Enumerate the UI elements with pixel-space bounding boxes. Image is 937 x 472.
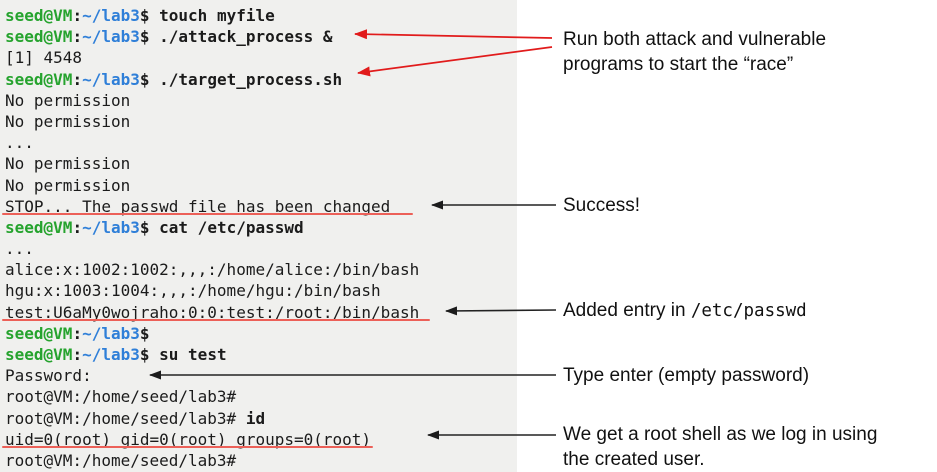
annotation-line: programs to start the “race” bbox=[563, 54, 794, 75]
terminal-text-segment: No permission bbox=[5, 111, 131, 131]
terminal-text-segment: ~/lab3 bbox=[82, 323, 140, 343]
terminal-line: test:U6aMy0wojraho:0:0:test:/root:/bin/b… bbox=[5, 302, 517, 323]
terminal-text-segment: root@VM:/home/seed/lab3# bbox=[5, 387, 237, 407]
terminal-text-segment: ... bbox=[5, 133, 34, 153]
terminal-line: root@VM:/home/seed/lab3# id bbox=[5, 408, 517, 429]
annotation-mono-path: /etc/passwd bbox=[690, 301, 807, 321]
terminal-line: STOP... The passwd file has been changed bbox=[5, 196, 517, 217]
terminal-text-segment: : bbox=[72, 27, 83, 47]
terminal-text-segment: : bbox=[72, 69, 83, 89]
terminal-line: root@VM:/home/seed/lab3# bbox=[5, 386, 517, 407]
annotation-line: Type enter (empty password) bbox=[563, 365, 810, 386]
terminal-text-segment: su test bbox=[149, 345, 227, 364]
terminal-text-segment: $ bbox=[139, 27, 150, 47]
terminal-text-segment: ./attack_process & bbox=[149, 27, 333, 47]
terminal-text-segment: root@VM:/home/seed/lab3# bbox=[5, 450, 237, 470]
red-underline bbox=[2, 446, 373, 448]
terminal-line: seed@VM:~/lab3$ bbox=[5, 323, 517, 344]
terminal-line: seed@VM:~/lab3$ touch myfile bbox=[5, 5, 517, 26]
annotation-race: Run both attack and vulnerable programs … bbox=[563, 27, 826, 77]
terminal-text-segment: ~/lab3 bbox=[82, 217, 140, 237]
terminal-text-segment: uid=0(root) gid=0(root) groups=0(root) bbox=[5, 429, 372, 449]
terminal-text-segment: ~/lab3 bbox=[82, 6, 140, 25]
red-underline bbox=[2, 318, 430, 321]
red-underline bbox=[2, 212, 413, 215]
terminal-text-segment: ~/lab3 bbox=[82, 69, 140, 89]
terminal-text-segment: Password: bbox=[5, 366, 92, 386]
annotation-line: Run both attack and vulnerable bbox=[563, 29, 827, 50]
terminal-text-segment: $ bbox=[139, 345, 150, 364]
terminal-text-segment: seed@VM bbox=[5, 27, 73, 47]
terminal-text-segment: cat /etc/passwd bbox=[149, 217, 304, 237]
terminal-text-segment: : bbox=[72, 323, 83, 343]
terminal-line: seed@VM:~/lab3$ su test bbox=[5, 344, 517, 365]
terminal-line: uid=0(root) gid=0(root) groups=0(root) bbox=[5, 429, 517, 450]
terminal-text-segment: alice:x:1002:1002:,,,:/home/alice:/bin/b… bbox=[5, 260, 420, 280]
terminal-line: No permission bbox=[5, 153, 517, 174]
terminal-line: hgu:x:1003:1004:,,,:/home/hgu:/bin/bash bbox=[5, 280, 517, 301]
terminal-text-segment: hgu:x:1003:1004:,,,:/home/hgu:/bin/bash bbox=[5, 281, 381, 301]
terminal-line: seed@VM:~/lab3$ cat /etc/passwd bbox=[5, 217, 517, 238]
annotation-success: Success! bbox=[563, 193, 640, 218]
annotation-type-enter: Type enter (empty password) bbox=[563, 363, 809, 388]
terminal-text-segment: $ bbox=[139, 217, 150, 237]
terminal-text-segment: ./target_process.sh bbox=[149, 69, 343, 89]
terminal-line: No permission bbox=[5, 90, 517, 111]
terminal-text-segment: : bbox=[72, 345, 83, 364]
terminal-text-segment: : bbox=[72, 217, 83, 237]
terminal-line: Password: bbox=[5, 365, 517, 386]
terminal-text-segment: [1] 4548 bbox=[5, 48, 83, 68]
annotation-line: We get a root shell as we log in using bbox=[563, 424, 878, 445]
terminal-line: [1] 4548 bbox=[5, 47, 517, 68]
terminal-text-segment: test:U6aMy0wojraho:0:0:test:/root:/bin/b… bbox=[5, 302, 420, 322]
terminal-line: seed@VM:~/lab3$ ./attack_process & bbox=[5, 26, 517, 47]
terminal-text-segment: seed@VM bbox=[5, 323, 73, 343]
terminal-line: ... bbox=[5, 238, 517, 259]
terminal-text-segment: seed@VM bbox=[5, 6, 73, 25]
terminal-text-segment: seed@VM bbox=[5, 345, 73, 364]
terminal-line: alice:x:1002:1002:,,,:/home/alice:/bin/b… bbox=[5, 259, 517, 280]
terminal-text-segment: STOP... The passwd file has been changed bbox=[5, 196, 391, 216]
terminal-text-segment: No permission bbox=[5, 175, 131, 195]
terminal-text-segment: $ bbox=[139, 323, 150, 343]
terminal-text-segment: $ bbox=[139, 69, 150, 89]
annotation-line: the created user. bbox=[563, 449, 705, 470]
terminal-line: root@VM:/home/seed/lab3# bbox=[5, 450, 517, 471]
terminal-text-segment: $ bbox=[139, 6, 150, 25]
terminal-line: No permission bbox=[5, 175, 517, 196]
terminal-line: seed@VM:~/lab3$ ./target_process.sh bbox=[5, 69, 517, 90]
terminal-text-segment: touch myfile bbox=[149, 6, 275, 25]
terminal-line: ... bbox=[5, 132, 517, 153]
annotation-line: Success! bbox=[563, 195, 641, 216]
terminal-text-segment: ~/lab3 bbox=[82, 345, 140, 364]
annotation-root-shell: We get a root shell as we log in using t… bbox=[563, 422, 877, 472]
terminal-text-segment: : bbox=[72, 6, 83, 25]
terminal-text-segment: seed@VM bbox=[5, 217, 73, 237]
terminal-text-segment: No permission bbox=[5, 90, 131, 110]
terminal-text-segment: No permission bbox=[5, 154, 131, 174]
terminal-text-segment: ... bbox=[5, 239, 34, 259]
annotation-added-entry: Added entry in /etc/passwd bbox=[563, 298, 807, 324]
terminal-text-segment: id bbox=[236, 408, 266, 428]
annotation-line: Added entry in bbox=[563, 300, 691, 321]
terminal-text-segment: ~/lab3 bbox=[82, 27, 140, 47]
terminal-text-segment: root@VM:/home/seed/lab3# bbox=[5, 408, 237, 428]
terminal-line: No permission bbox=[5, 111, 517, 132]
terminal-text-segment: seed@VM bbox=[5, 69, 73, 89]
